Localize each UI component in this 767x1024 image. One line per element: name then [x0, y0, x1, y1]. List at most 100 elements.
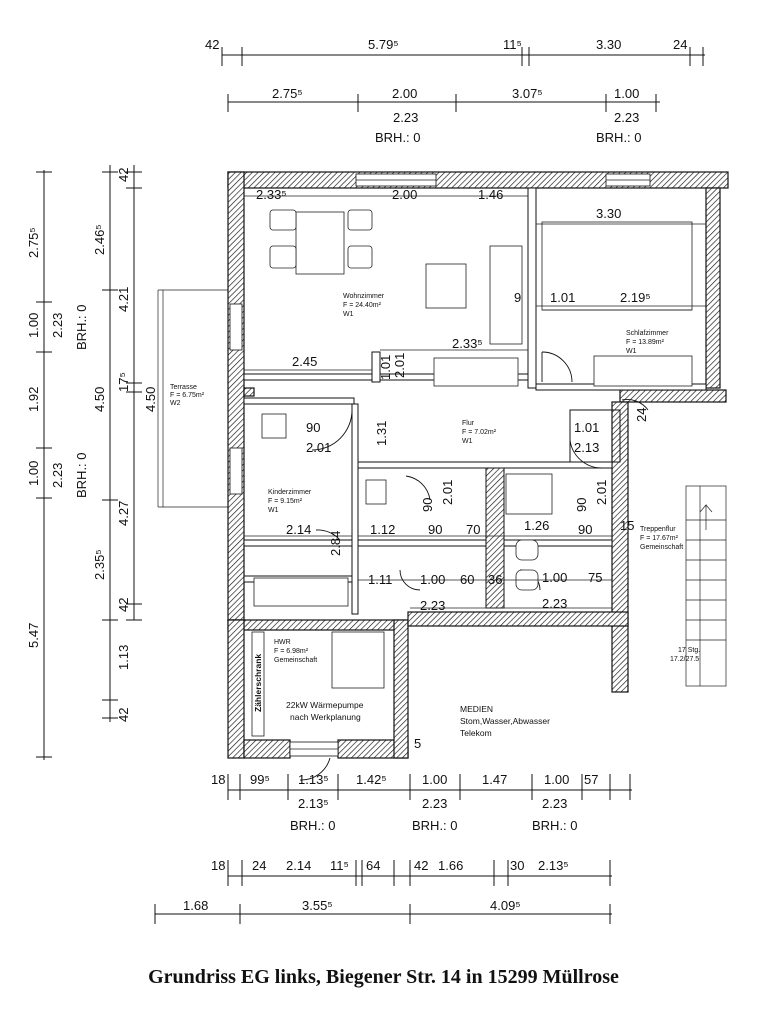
dim-label: 1.47 — [482, 772, 507, 787]
room-code: Gemeinschaft — [274, 657, 317, 664]
dim-label: 90 — [578, 522, 592, 537]
room-name: Treppenflur — [640, 526, 676, 533]
dim-label: 1.46 — [478, 187, 503, 202]
dim-label: 3.30 — [596, 206, 621, 221]
bottom-dimension-chain-3: 1.68 3.55⁵ 4.09⁵ — [154, 898, 612, 924]
dim-label: 4.09⁵ — [490, 898, 521, 913]
dim-label: 70 — [466, 522, 480, 537]
dim-label: 1.00 — [542, 570, 567, 585]
room-name: Flur — [462, 420, 475, 427]
dim-label: 1.01 — [378, 355, 393, 380]
top-dimension-chain-2: 2.75⁵ 2.00 3.07⁵ 1.00 2.23 BRH.: 0 2.23 … — [227, 86, 660, 145]
dim-label: 1.31 — [374, 421, 389, 446]
dim-label: 18 — [211, 858, 225, 873]
room-code: W1 — [462, 438, 473, 445]
interior-dimensions: 2.33⁵ 2.00 1.46 3.30 9 1.01 2.19⁵ 2.45 1… — [244, 187, 706, 751]
dim-label: 4.50 — [92, 387, 107, 412]
dim-label: 2.00 — [392, 187, 417, 202]
room-area: F = 6.98m² — [274, 648, 309, 655]
staircase — [685, 485, 727, 687]
dim-label: 1.00 — [614, 86, 639, 101]
dim-label: 3.07⁵ — [512, 86, 543, 101]
room-area: F = 9.15m² — [268, 498, 303, 505]
dim-label: 1.00 — [26, 313, 41, 338]
window-brh-label: BRH.: 0 — [412, 818, 458, 833]
dim-label: 90 — [428, 522, 442, 537]
room-name: HWR — [274, 639, 291, 646]
room-area: F = 7.02m² — [462, 429, 497, 436]
room-area: F = 17.67m² — [640, 535, 679, 542]
dim-label: 60 — [460, 572, 474, 587]
dim-label: 4.21 — [116, 287, 131, 312]
window-brh-label: BRH.: 0 — [596, 130, 642, 145]
dim-label: 2.75⁵ — [272, 86, 303, 101]
media-line-1: Stom,Wasser,Abwasser — [460, 716, 550, 726]
plan-notes: Zählerschrank 22kW Wärmepumpe nach Werkp… — [253, 647, 700, 738]
dim-label: 15 — [620, 518, 634, 533]
dim-label: 1.66 — [438, 858, 463, 873]
dim-label: 2.75⁵ — [26, 227, 41, 258]
dim-label: 2.46⁵ — [92, 224, 107, 255]
room-code: W1 — [343, 311, 354, 318]
dim-label: 5.47 — [26, 623, 41, 648]
window-height-label: 2.23 — [614, 110, 639, 125]
room-area: F = 24.40m² — [343, 302, 382, 309]
dim-label: 11⁵ — [503, 37, 522, 52]
dim-label: 64 — [366, 858, 380, 873]
dim-label: 2.35⁵ — [92, 549, 107, 580]
window-brh-label: BRH.: 0 — [290, 818, 336, 833]
dim-label: 2.01 — [594, 480, 609, 505]
media-title: MEDIEN — [460, 704, 493, 714]
dim-label: 3.30 — [596, 37, 621, 52]
dim-label: 2.45 — [292, 354, 317, 369]
dim-label: 90 — [420, 498, 435, 512]
dim-label: 1.01 — [574, 420, 599, 435]
dim-label: 24 — [634, 408, 649, 422]
room-code: W1 — [268, 507, 279, 514]
dim-label: 90 — [574, 498, 589, 512]
dim-label: 3.55⁵ — [302, 898, 333, 913]
dim-label: 17⁵ — [116, 372, 131, 392]
dim-label: 1.68 — [183, 898, 208, 913]
dim-label: 2.13 — [574, 440, 599, 455]
dim-label: 1.00 — [544, 772, 569, 787]
dim-label: 36 — [488, 572, 502, 587]
exterior-walls — [227, 171, 729, 759]
dim-label: 42 — [116, 598, 131, 612]
dim-label: 1.26 — [524, 518, 549, 533]
dim-label: 2.00 — [392, 86, 417, 101]
left-dimension-chain-inner: 42 4.21 17⁵ 4.27 42 — [116, 165, 142, 621]
room-name: Schlafzimmer — [626, 330, 669, 337]
plan-caption: Grundriss EG links, Biegener Str. 14 in … — [148, 966, 619, 988]
dim-label: 18 — [211, 772, 225, 787]
top-dimension-chain-1: 42 5.79⁵ 11⁵ 3.30 24 — [205, 37, 705, 66]
window-height-label: 2.23 — [50, 463, 65, 488]
window-brh-label: BRH.: 0 — [532, 818, 578, 833]
dim-label: 2.13⁵ — [538, 858, 569, 873]
dim-label: 11⁵ — [330, 858, 349, 873]
interior-walls — [243, 187, 707, 615]
dim-label: 4.27 — [116, 501, 131, 526]
room-area: F = 6.75m² — [170, 392, 205, 399]
window-height-label: 2.23 — [50, 313, 65, 338]
dim-label: 30 — [510, 858, 524, 873]
dim-label: 75 — [588, 570, 602, 585]
dim-label: 2.23 — [542, 596, 567, 611]
dim-label: 1.00 — [422, 772, 447, 787]
dim-label: 1.13 — [116, 645, 131, 670]
room-labels: Wohnzimmer F = 24.40m² W1 Schlafzimmer F… — [268, 293, 683, 664]
window-brh-label: BRH.: 0 — [375, 130, 421, 145]
dim-label: 1.11 — [368, 572, 392, 587]
dim-label: 1.00 — [26, 461, 41, 486]
dim-label: 42 — [205, 37, 219, 52]
dim-label: 57 — [584, 772, 598, 787]
dim-label: 5 — [414, 736, 421, 751]
dim-label: 42 — [116, 708, 131, 722]
dim-label: 1.01 — [550, 290, 575, 305]
dim-label: 9 — [514, 290, 521, 305]
bottom-dimension-chain-2: 18 24 2.14 11⁵ 64 42 1.66 30 2.13⁵ — [211, 858, 612, 886]
dim-label: 42 — [116, 168, 131, 182]
dim-label: 2.01 — [440, 480, 455, 505]
dim-label: 2.14 — [286, 858, 311, 873]
